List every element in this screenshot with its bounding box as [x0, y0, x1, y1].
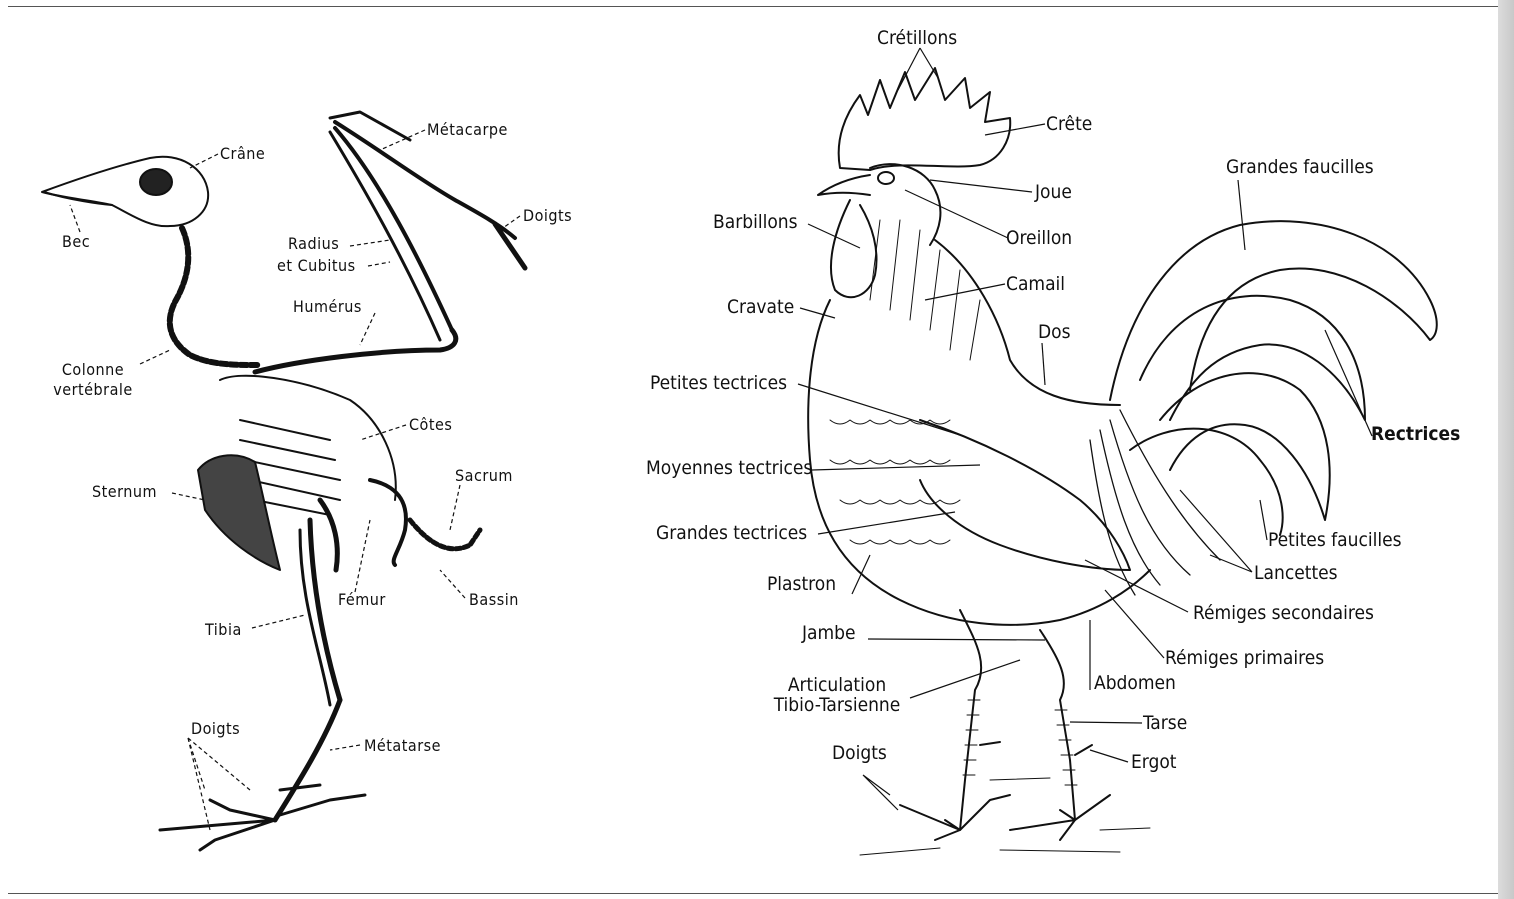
label-moyennes-tectrices: Moyennes tectrices	[646, 458, 812, 478]
wattles-shape	[831, 200, 877, 297]
label-articulation-line2: Tibio-Tarsienne	[760, 695, 914, 715]
spur-right	[1075, 745, 1092, 755]
label-femur: Fémur	[338, 590, 386, 610]
label-humerus: Humérus	[293, 297, 362, 317]
label-colonne-line1: Colonne	[44, 360, 142, 380]
label-crane: Crâne	[220, 144, 265, 164]
label-sternum: Sternum	[92, 482, 157, 502]
label-cotes: Côtes	[409, 415, 452, 435]
label-cravate: Cravate	[727, 297, 794, 317]
sternum-keel	[198, 455, 280, 570]
label-articulation-line1: Articulation	[760, 675, 914, 695]
toe-bones	[160, 785, 365, 850]
label-bassin: Bassin	[469, 590, 519, 610]
label-grandes-tectrices: Grandes tectrices	[656, 523, 807, 543]
tail-feather-3	[1160, 373, 1330, 520]
comb-shape	[839, 68, 1011, 170]
label-grandes-faucilles: Grandes faucilles	[1226, 157, 1374, 177]
left-foot	[900, 795, 1010, 840]
label-dos: Dos	[1038, 322, 1071, 342]
ground-lines	[860, 778, 1150, 855]
leg-scales	[963, 700, 1077, 785]
skull-shape	[42, 157, 208, 226]
tail-feather-4	[1130, 429, 1283, 535]
label-petites-faucilles: Petites faucilles	[1268, 530, 1402, 550]
label-barbillons: Barbillons	[713, 212, 798, 232]
saddle-feathers	[1090, 410, 1220, 595]
eye-socket	[140, 169, 172, 195]
label-cubitus: et Cubitus	[277, 256, 356, 276]
label-petites-tectrices: Petites tectrices	[650, 373, 787, 393]
label-tarse: Tarse	[1143, 713, 1187, 733]
tail-feather-2	[1140, 296, 1365, 420]
eye-shape	[878, 172, 894, 184]
label-radius: Radius	[288, 234, 339, 254]
wing-digits-bone	[495, 224, 525, 268]
right-foot	[1010, 795, 1110, 840]
label-bec: Bec	[62, 232, 90, 252]
humerus-bone	[255, 330, 456, 372]
label-lancettes: Lancettes	[1254, 563, 1338, 583]
label-colonne: Colonne vertébrale	[44, 360, 142, 400]
label-jambe: Jambe	[802, 623, 856, 643]
label-remiges-primaires: Rémiges primaires	[1165, 648, 1324, 668]
spur-left	[980, 742, 1000, 745]
label-crete: Crête	[1046, 114, 1092, 134]
metatarsal-bone	[275, 700, 340, 820]
head-shape	[870, 164, 940, 245]
label-ergot: Ergot	[1131, 752, 1177, 772]
label-camail: Camail	[1006, 274, 1065, 294]
label-metacarpe: Métacarpe	[427, 120, 508, 140]
label-articulation: Articulation Tibio-Tarsienne	[760, 675, 914, 715]
great-sickle-feather	[1110, 221, 1437, 400]
tibia-bone-2	[300, 530, 330, 705]
label-plastron: Plastron	[767, 574, 836, 594]
label-tibia: Tibia	[205, 620, 242, 640]
label-rectrices: Rectrices	[1371, 424, 1460, 444]
label-remiges-secondaires: Rémiges secondaires	[1193, 603, 1374, 623]
label-sacrum: Sacrum	[455, 466, 513, 486]
label-doigts-foot: Doigts	[191, 719, 240, 739]
breast-outline	[808, 300, 1150, 625]
label-joue: Joue	[1035, 182, 1072, 202]
neck-outline	[935, 240, 1120, 405]
tail-vertebrae	[410, 520, 480, 549]
left-leg	[960, 610, 981, 830]
beak-shape	[818, 175, 870, 195]
page-edge	[1498, 0, 1514, 899]
femur-bone	[320, 500, 337, 570]
label-cretillons: Crétillons	[877, 28, 957, 48]
neck-vertebrae	[170, 228, 258, 365]
label-metatarse: Métatarse	[364, 736, 441, 756]
label-oreillon: Oreillon	[1006, 228, 1072, 248]
label-abdomen: Abdomen	[1094, 673, 1176, 693]
label-doigts-wing: Doigts	[523, 206, 572, 226]
label-colonne-line2: vertébrale	[44, 380, 142, 400]
label-doigts-rooster: Doigts	[832, 743, 887, 763]
pelvis-bone	[370, 480, 406, 565]
